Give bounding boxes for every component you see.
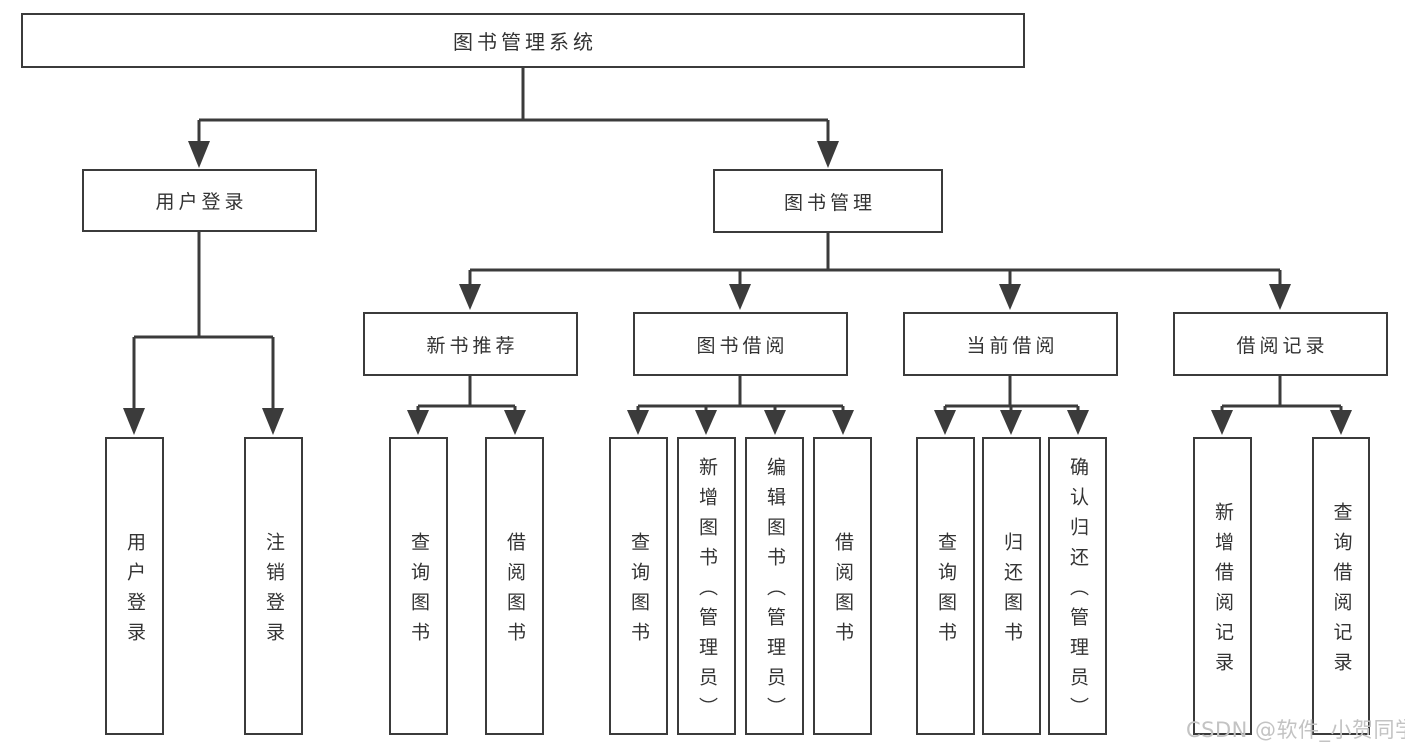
arrowhead: [1000, 410, 1022, 435]
arrowhead: [1330, 410, 1352, 435]
arrowhead: [934, 410, 956, 435]
leaf-label: 用户登录: [124, 531, 146, 652]
arrowhead: [999, 284, 1021, 310]
node-borrowing-records: 借阅记录: [1173, 312, 1388, 376]
arrowhead: [1269, 284, 1291, 310]
node-new-book-recommendation: 新书推荐: [363, 312, 578, 376]
leaf-label: 借阅图书: [504, 531, 526, 652]
connector-userlogin-to-leaves: [123, 232, 284, 435]
arrowhead: [729, 284, 751, 310]
leaf-confirm-return-admin: 确认归还（管理员）: [1048, 437, 1107, 735]
leaf-user-login: 用户登录: [105, 437, 164, 735]
arrowhead: [459, 284, 481, 310]
arrowhead: [1211, 410, 1233, 435]
leaf-label: 查询图书: [628, 531, 650, 652]
arrowhead: [817, 141, 839, 168]
arrowhead: [764, 410, 786, 435]
leaf-label: 借阅图书: [832, 531, 854, 652]
arrowhead: [627, 410, 649, 435]
leaf-query-books-recommend: 查询图书: [389, 437, 448, 735]
leaf-query-books-borrowing: 查询图书: [609, 437, 668, 735]
connector-line: [468, 233, 1282, 284]
connector-line: [1220, 376, 1343, 410]
leaf-label: 查询图书: [935, 531, 957, 652]
arrowhead: [695, 410, 717, 435]
connector-line: [943, 376, 1080, 410]
connector-line: [416, 376, 517, 410]
leaf-label: 查询借阅记录: [1330, 501, 1353, 682]
leaf-borrow-books: 借阅图书: [813, 437, 872, 735]
leaf-borrow-books-recommend: 借阅图书: [485, 437, 544, 735]
leaf-query-borrow-record: 查询借阅记录: [1312, 437, 1370, 735]
connector-bookmgmt-to-level3: [459, 233, 1291, 310]
connector-line: [132, 232, 275, 408]
arrowhead: [504, 410, 526, 435]
arrowhead: [407, 410, 429, 435]
connector-line: [197, 68, 830, 141]
leaf-label: 归还图书: [1001, 531, 1023, 652]
arrowhead: [123, 408, 145, 435]
node-book-borrowing: 图书借阅: [633, 312, 848, 376]
connector-current-to-leaves: [934, 376, 1089, 435]
arrowhead: [262, 408, 284, 435]
connector-newbook-to-leaves: [407, 376, 526, 435]
node-user-login: 用户登录: [82, 169, 317, 232]
connector-borrowing-to-leaves: [627, 376, 854, 435]
arrowhead: [1067, 410, 1089, 435]
leaf-label: 查询图书: [408, 531, 430, 652]
node-current-borrowing: 当前借阅: [903, 312, 1118, 376]
leaf-label: 编辑图书（管理员）: [764, 456, 786, 727]
csdn-watermark: CSDN @软件_小贺同学: [1186, 718, 1405, 742]
leaf-query-books-current: 查询图书: [916, 437, 975, 735]
leaf-label: 新增借阅记录: [1212, 501, 1234, 682]
leaf-edit-books-admin: 编辑图书（管理员）: [745, 437, 804, 735]
connector-records-to-leaves: [1211, 376, 1352, 435]
connector-root-to-level2: [188, 68, 839, 168]
leaf-label: 新增图书（管理员）: [696, 456, 718, 727]
node-book-management: 图书管理: [713, 169, 943, 233]
node-library-management-system: 图书管理系统: [21, 13, 1025, 68]
arrowhead: [832, 410, 854, 435]
leaf-return-books: 归还图书: [982, 437, 1041, 735]
leaf-add-borrow-record: 新增借阅记录: [1193, 437, 1252, 735]
leaf-logout: 注销登录: [244, 437, 303, 735]
leaf-add-books-admin: 新增图书（管理员）: [677, 437, 736, 735]
connector-line: [636, 376, 845, 410]
arrowhead: [188, 141, 210, 168]
leaf-label: 注销登录: [263, 531, 285, 652]
leaf-label: 确认归还（管理员）: [1067, 456, 1089, 727]
